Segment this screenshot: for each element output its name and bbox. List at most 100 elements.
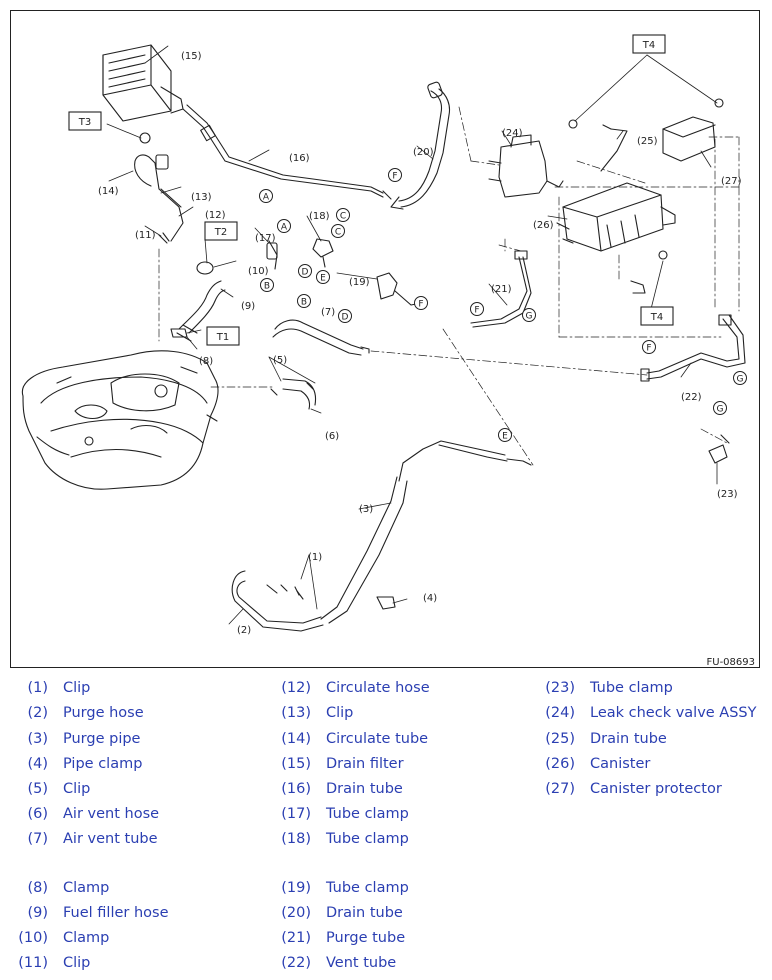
svg-text:E: E [320, 274, 326, 284]
legend-number: (5) [27, 781, 48, 797]
legend-part-name: Air vent hose [63, 806, 160, 822]
svg-text:D: D [302, 268, 309, 278]
connector-b: B [260, 278, 274, 292]
svg-text:B: B [301, 298, 307, 308]
legend-item: (7)Air vent tube [12, 831, 157, 847]
connector-c: C [336, 208, 350, 222]
legend-item: (25) Drain tube [539, 731, 667, 747]
callout-6: (6) [325, 431, 339, 442]
legend-item: (11)Clip [12, 955, 90, 971]
torque-tag-t2: T2 [204, 221, 238, 241]
fuel-filler-hose [178, 280, 222, 330]
legend-item: (23)Tube clamp [539, 680, 673, 696]
figure-id: FU-08693 [707, 657, 756, 668]
legend-item: (12)Circulate hose [275, 680, 429, 696]
legend-part-name: Air vent tube [63, 831, 158, 847]
svg-text:T4: T4 [650, 312, 663, 323]
legend-part-name: Drain filter [326, 756, 404, 772]
diagram-drawing: (1)(2)(3)(4)(5)(6)(7)(8)(9)(10)(11)(12)(… [21, 34, 756, 668]
legend-number: (17) [281, 806, 311, 822]
svg-text:T2: T2 [214, 227, 227, 238]
legend-part-name: Clip [63, 680, 91, 696]
legend-part-name: Canister protector [590, 781, 722, 797]
legend-number: (20) [281, 905, 311, 921]
legend-number: (1) [27, 680, 48, 696]
connector-d: D [298, 264, 312, 278]
legend-part-name: Purge pipe [63, 731, 141, 747]
legend-part-name: Circulate hose [326, 680, 430, 696]
connector-a: A [277, 219, 291, 233]
legend-number: (8) [27, 880, 48, 896]
callout-15: (15) [181, 51, 202, 62]
connector-b: B [297, 294, 311, 308]
legend-part-name: Pipe clamp [63, 756, 143, 772]
legend-part-name: Drain tube [590, 731, 667, 747]
legend-number: (3) [27, 731, 48, 747]
legend-part-name: Clip [63, 955, 91, 971]
legend-part-name: Clip [326, 705, 354, 721]
legend-number: (24) [545, 705, 575, 721]
callout-25: (25) [637, 136, 658, 147]
legend-item: (13) Clip [275, 705, 353, 721]
svg-text:G: G [526, 312, 533, 322]
legend-number: (23) [545, 680, 575, 696]
legend-number: (10) [18, 930, 48, 946]
legend-item: (20) Drain tube [275, 905, 403, 921]
purge-tube [470, 256, 528, 324]
connector-f: F [642, 340, 656, 354]
callout-17: (17) [255, 233, 276, 244]
legend-item: (8)Clamp [12, 880, 109, 896]
legend-part-name: Drain tube [326, 905, 403, 921]
legend-part-name: Vent tube [326, 955, 397, 971]
purge-pipe [320, 444, 508, 620]
callout-4: (4) [423, 593, 437, 604]
svg-text:F: F [646, 344, 651, 354]
connector-d: D [338, 309, 352, 323]
svg-text:B: B [264, 282, 270, 292]
torque-tag-t1: T1 [206, 326, 240, 346]
canister-protector [662, 116, 716, 162]
svg-text:T3: T3 [78, 117, 91, 128]
svg-text:G: G [737, 375, 744, 385]
legend-number: (25) [545, 731, 575, 747]
callout-16: (16) [289, 153, 310, 164]
torque-tag-t4: T4 [632, 34, 666, 54]
legend-part-name: Tube clamp [326, 880, 409, 896]
callout-9: (9) [241, 301, 255, 312]
exploded-parts-diagram: (1)(2)(3)(4)(5)(6)(7)(8)(9)(10)(11)(12)(… [10, 10, 760, 668]
drain-tube-16 [182, 108, 384, 198]
svg-text:T1: T1 [216, 332, 229, 343]
connector-g: G [733, 371, 747, 385]
legend-item: (17) Tube clamp [275, 806, 409, 822]
callout-24: (24) [502, 128, 523, 139]
callout-7: (7) [321, 307, 335, 318]
legend-item: (21)Purge tube [275, 930, 405, 946]
legend-number: (16) [281, 781, 311, 797]
callout-12: (12) [205, 210, 226, 221]
legend-item: (26)Canister [539, 756, 650, 772]
svg-text:F: F [474, 306, 479, 316]
legend-number: (13) [281, 705, 311, 721]
connector-f: F [414, 296, 428, 310]
legend-number: (27) [545, 781, 575, 797]
svg-text:D: D [342, 313, 349, 323]
legend-item: (15)Drain filter [275, 756, 403, 772]
callout-21: (21) [491, 284, 512, 295]
callout-18: (18) [309, 211, 330, 222]
drain-tube-20 [398, 90, 443, 202]
circulate-tube [134, 154, 184, 242]
legend-part-name: Clamp [63, 930, 110, 946]
legend-part-name: Tube clamp [326, 806, 409, 822]
legend-item: (10) Clamp [12, 930, 109, 946]
air-vent-tube [274, 319, 364, 350]
legend-part-name: Tube clamp [326, 831, 409, 847]
torque-tag-t3: T3 [68, 111, 102, 131]
connector-g: G [713, 401, 727, 415]
legend-part-name: Canister [590, 756, 651, 772]
svg-text:T4: T4 [642, 40, 655, 51]
callout-14: (14) [98, 186, 119, 197]
svg-text:F: F [418, 300, 423, 310]
callout-3: (3) [359, 504, 373, 515]
legend-item: (4)Pipe clamp [12, 756, 142, 772]
legend-item: (3) Purge pipe [12, 731, 140, 747]
